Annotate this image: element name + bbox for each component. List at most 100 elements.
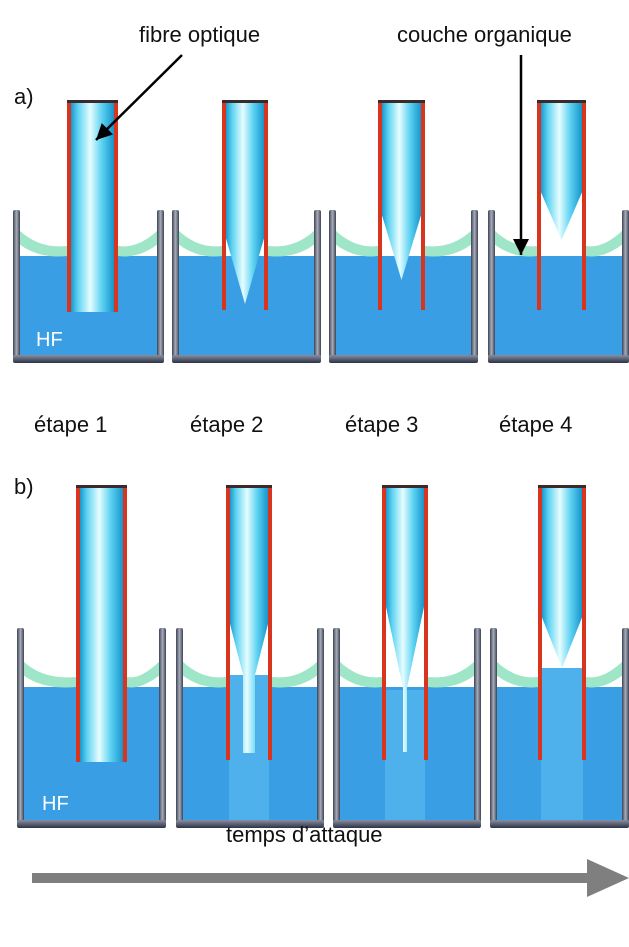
beaker-wall (159, 628, 166, 822)
fibre-coating (582, 101, 586, 310)
fibre-core (540, 101, 583, 240)
arrow-head (96, 123, 114, 140)
fibre-top (382, 485, 428, 488)
step-4-label: étape 4 (499, 412, 573, 437)
fibre-core (381, 101, 422, 280)
fibre-core (385, 486, 425, 752)
organic-layer (428, 661, 475, 688)
arrow-shaft (95, 54, 183, 141)
beaker-base (488, 355, 629, 363)
fibre-coating (226, 486, 230, 760)
beaker (172, 100, 321, 363)
time-label: temps d’attaque (226, 822, 383, 847)
fibre-pointer-arrow (95, 54, 183, 141)
beaker-wall (317, 628, 324, 822)
organic-layer (335, 230, 378, 257)
step-3-label: étape 3 (345, 412, 419, 437)
fibre-core (79, 486, 124, 762)
step-2-label: étape 2 (190, 412, 264, 437)
fibre-coating (582, 486, 586, 760)
organic-layer (494, 230, 537, 257)
etched-cavity (541, 668, 583, 822)
beaker-wall (314, 210, 321, 357)
beaker-wall (172, 210, 179, 357)
panel-b-beakers (17, 485, 629, 828)
organic-layer (19, 230, 67, 257)
beaker-base (333, 820, 481, 828)
beaker-wall (329, 210, 336, 357)
panel-a-label: a) (14, 84, 34, 109)
beaker-wall (13, 210, 20, 357)
organic-layer-pointer-arrow (513, 55, 529, 255)
beaker-wall (622, 210, 629, 357)
fibre-coating (382, 486, 386, 760)
fibre-coating (264, 101, 268, 310)
beaker (333, 485, 481, 828)
fibre-label: fibre optique (139, 22, 261, 47)
label-arrows (95, 54, 529, 255)
organic-layer (272, 661, 318, 688)
fibre-coating (222, 101, 226, 310)
hf-label-a: HF (36, 329, 63, 351)
beaker-wall (490, 628, 497, 822)
fibre-top (537, 100, 586, 103)
fibre-top (538, 485, 586, 488)
beaker-base (176, 820, 324, 828)
beaker-wall (622, 628, 629, 822)
fibre-coating (268, 486, 272, 760)
fibre-top (222, 100, 268, 103)
fibre-top (67, 100, 118, 103)
organic-layer (178, 230, 222, 257)
fibre-coating (123, 486, 127, 762)
organic-layer (182, 661, 226, 688)
fibre-core (70, 101, 115, 312)
beaker-wall (471, 210, 478, 357)
panel-b-label: b) (14, 474, 34, 499)
fibre-coating (114, 101, 118, 312)
panel-a-beakers (13, 100, 629, 363)
organic-layer (118, 230, 158, 257)
beaker-wall (17, 628, 24, 822)
beaker-base (329, 355, 478, 363)
organic-layer (23, 661, 76, 688)
organic-layer (339, 661, 382, 688)
organic-layer (586, 661, 623, 688)
fibre-coating (67, 101, 71, 312)
beaker-wall (474, 628, 481, 822)
fibre-top (378, 100, 425, 103)
beaker-base (17, 820, 166, 828)
beaker-base (13, 355, 164, 363)
arrow-head (513, 239, 529, 255)
beaker-wall (333, 628, 340, 822)
beaker-base (490, 820, 629, 828)
beaker-wall (157, 210, 164, 357)
beaker-base (172, 355, 321, 363)
fibre-core (229, 486, 269, 753)
step-1-label: étape 1 (34, 412, 108, 437)
fibre-coating (421, 101, 425, 310)
fibre-coating (424, 486, 428, 760)
beaker (490, 485, 629, 828)
beaker (176, 485, 324, 828)
organic-layer (425, 230, 472, 257)
beaker-wall (176, 628, 183, 822)
fibre-core (225, 101, 265, 304)
beaker (13, 100, 164, 363)
organic-layer (586, 230, 623, 257)
fibre-coating (537, 101, 541, 310)
beaker (17, 485, 166, 828)
fibre-top (76, 485, 127, 488)
organic-layer (268, 230, 315, 257)
fibre-coating (378, 101, 382, 310)
beaker (329, 100, 478, 363)
organic-layer (127, 661, 160, 688)
hf-liquid (494, 256, 623, 357)
fibre-core (541, 486, 583, 668)
hf-label-b: HF (42, 793, 69, 815)
organic-layer-label: couche organique (397, 22, 572, 47)
time-arrow (32, 859, 629, 897)
beaker (488, 100, 629, 363)
fibre-top (226, 485, 272, 488)
beaker-wall (488, 210, 495, 357)
